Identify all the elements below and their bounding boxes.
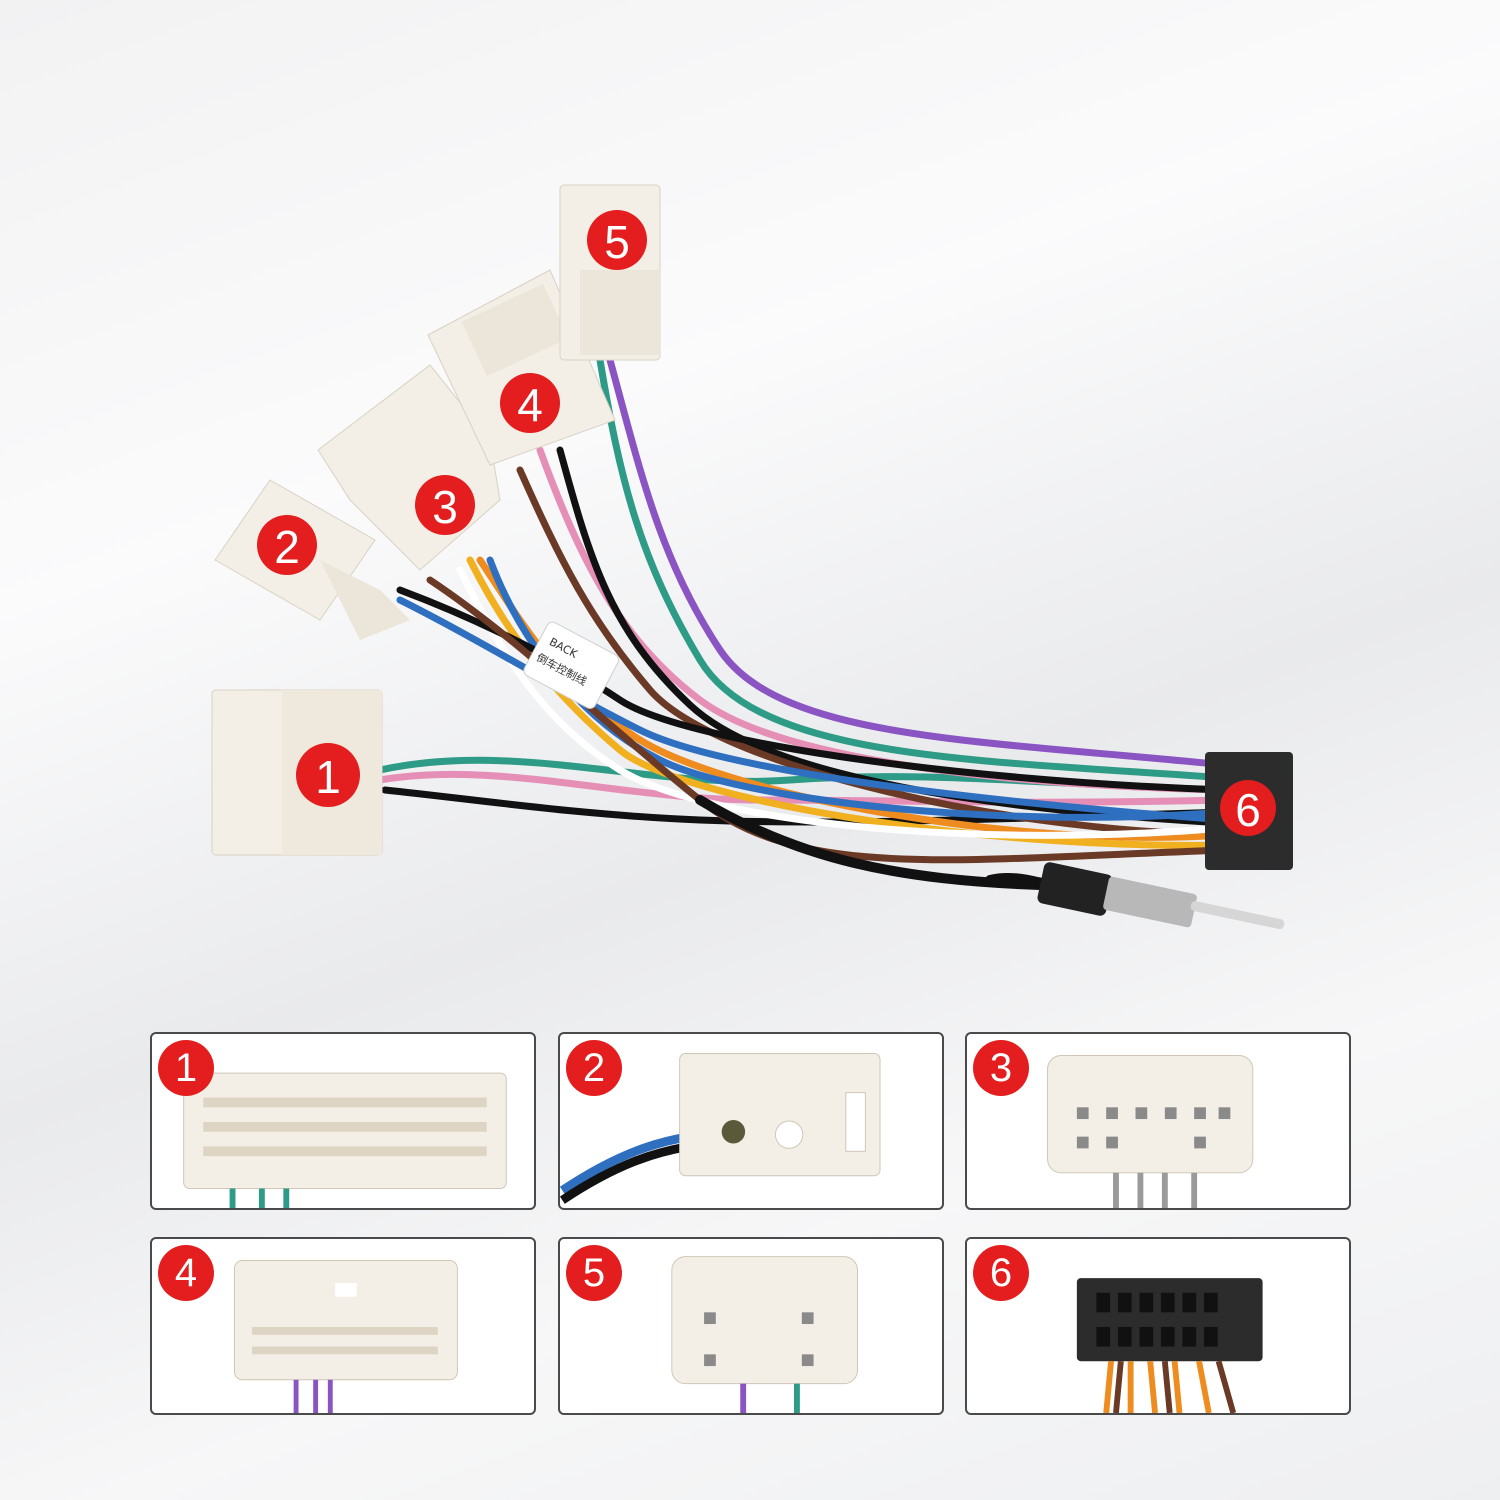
detail-3-number: 3 — [973, 1040, 1029, 1096]
detail-6-number: 6 — [973, 1245, 1029, 1301]
connector-4-badge — [500, 373, 560, 433]
connector-2-icon — [560, 1053, 881, 1204]
detail-panel-3: 3 — [965, 1032, 1351, 1210]
detail-panel-5: 5 — [558, 1237, 944, 1415]
connector-1-number: 1 — [315, 751, 341, 803]
detail-5-number: 5 — [566, 1245, 622, 1301]
connector-6-badge — [1220, 780, 1276, 836]
connector-5: 5 — [559, 184, 661, 361]
wiring-harness-photo: BACK 倒车控制线 1 2 3 4 — [211, 184, 1293, 930]
connector-2-badge — [257, 515, 317, 575]
connector-6: 6 — [1205, 752, 1293, 870]
detail-panel-4: 4 — [150, 1237, 536, 1415]
connector-5-number: 5 — [604, 216, 630, 268]
connector-2-number: 2 — [274, 521, 300, 573]
detail-panel-6: 6 — [965, 1237, 1351, 1415]
connector-1-badge — [296, 743, 360, 807]
connector-detail-grid: 1 2 3 4 — [150, 1032, 1355, 1420]
connector-1: 1 — [211, 689, 383, 856]
detail-4-number: 4 — [158, 1245, 214, 1301]
detail-1-number: 1 — [158, 1040, 214, 1096]
connector-6-icon — [1076, 1278, 1263, 1413]
connector-6-number: 6 — [1235, 784, 1261, 836]
connector-3-badge — [415, 475, 475, 535]
back-control-tag: BACK 倒车控制线 — [523, 621, 620, 709]
antenna-plug — [1037, 862, 1285, 930]
connector-1-icon — [183, 1072, 507, 1208]
connector-4-number: 4 — [517, 379, 543, 431]
detail-panel-2: 2 — [558, 1032, 944, 1210]
connector-4-icon — [234, 1260, 458, 1413]
connector-5-badge — [587, 210, 647, 270]
connector-3: 3 — [317, 364, 501, 571]
detail-panel-1: 1 — [150, 1032, 536, 1210]
connector-3-number: 3 — [432, 481, 458, 533]
connector-2: 2 — [214, 479, 410, 640]
connector-5-icon — [671, 1256, 859, 1413]
connector-3-icon — [1047, 1055, 1254, 1208]
detail-2-number: 2 — [566, 1040, 622, 1096]
